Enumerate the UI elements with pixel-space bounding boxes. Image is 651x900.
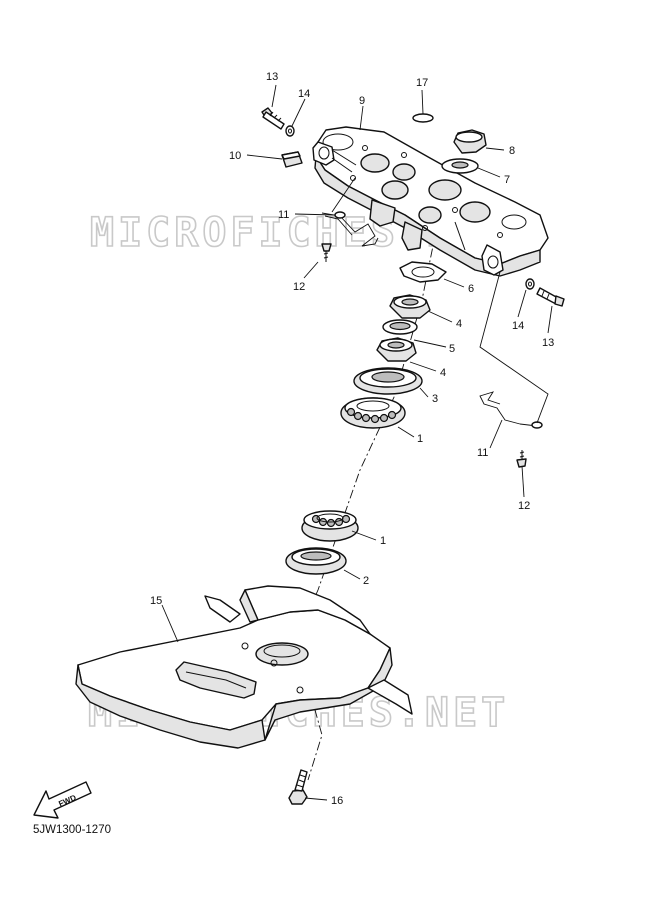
diagram-code: 5JW1300-1270 [33,824,111,836]
callout-14-right: 14 [512,320,524,332]
callout-numbers: 13 14 9 17 10 8 7 11 12 6 14 13 4 5 4 3 … [150,71,554,807]
cap-17[interactable] [412,113,434,123]
bearing-1-upper[interactable] [340,397,406,429]
callout-11-left: 11 [278,209,289,221]
screw-12-left[interactable] [321,243,332,262]
bolt-13-top[interactable] [261,107,285,130]
bolt-16[interactable] [288,769,308,805]
lock-washer-6[interactable] [399,261,447,283]
nut-8[interactable] [453,129,487,154]
callout-4-lower: 4 [440,367,446,379]
callout-10: 10 [229,150,241,162]
callout-11-right: 11 [477,447,488,459]
upper-bracket[interactable] [312,126,549,277]
callout-15: 15 [150,595,162,607]
ring-nut-4-lower[interactable] [376,337,417,362]
leader-lines [161,84,553,801]
callout-6: 6 [468,283,474,295]
callout-4-upper: 4 [456,318,462,330]
callout-9: 9 [359,95,365,107]
pad-10[interactable] [281,151,303,168]
callout-1-upper: 1 [417,433,423,445]
fwd-arrow-icon: FWD [33,781,92,819]
callout-1-lower: 1 [380,535,386,547]
wire-clip-11-left[interactable] [321,211,379,247]
dust-seal-3[interactable] [353,367,423,395]
screw-12-right[interactable] [516,450,527,468]
dust-seal-2[interactable] [285,547,347,575]
washer-14-right[interactable] [525,278,535,290]
callout-12-right: 12 [518,500,530,512]
callout-13-right: 13 [542,337,554,349]
callout-12-left: 12 [293,281,305,293]
ring-nut-4-upper[interactable] [389,294,431,319]
callout-7: 7 [504,174,510,186]
callout-2: 2 [363,575,369,587]
bearing-1-lower[interactable] [301,510,359,542]
callout-3: 3 [432,393,438,405]
callout-14-top: 14 [298,88,310,100]
lower-bracket-15[interactable] [75,585,413,749]
washer-7[interactable] [441,158,479,174]
callout-8: 8 [509,145,515,157]
callout-13-top: 13 [266,71,278,83]
washer-14-top[interactable] [285,125,295,137]
washer-5[interactable] [382,319,418,335]
callout-17: 17 [416,77,428,89]
bolt-13-right[interactable] [536,287,565,307]
wire-clip-11-right[interactable] [479,391,543,429]
callout-16: 16 [331,795,343,807]
callout-5: 5 [449,343,455,355]
